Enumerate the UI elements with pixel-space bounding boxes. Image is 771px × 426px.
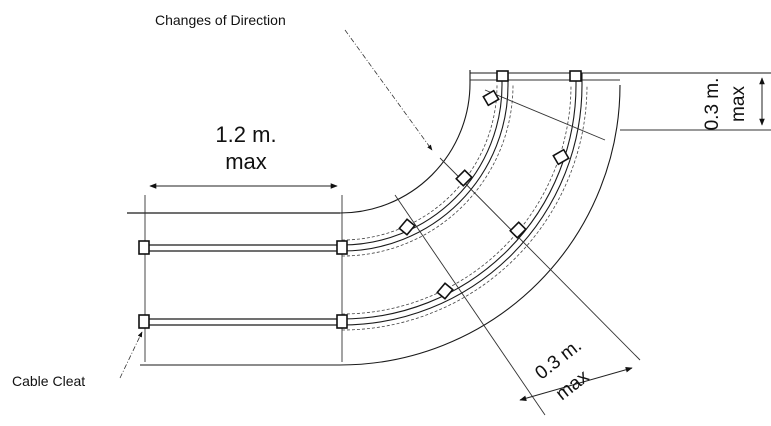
cable-cleat <box>455 169 473 187</box>
cable-cleat <box>569 70 582 82</box>
cable-cleat <box>336 240 348 255</box>
bend-inner-edge <box>339 70 471 214</box>
cable-1-bend <box>341 73 503 246</box>
cable-1-bend-b <box>341 73 509 252</box>
cable-1-dash <box>341 84 498 241</box>
cable-cleat <box>398 218 416 236</box>
cable-cleat <box>436 282 454 300</box>
callouts: Changes of Direction Cable Cleat <box>12 12 433 389</box>
cable-cleat <box>138 314 150 329</box>
cable-1-dash-b <box>341 84 514 257</box>
cable-2-dash <box>341 84 572 315</box>
dimension-straight: 1.2 m. max <box>149 122 338 189</box>
radial-lines <box>394 89 771 416</box>
label-changes-of-direction: Changes of Direction <box>155 12 286 28</box>
cable-2-dash-b <box>341 84 588 331</box>
dimension-line-bend <box>519 367 633 401</box>
radial-line-upper <box>439 157 641 361</box>
cable-cleat <box>509 221 527 239</box>
dim-top-unit: max <box>728 86 749 122</box>
cable-cleat <box>482 89 500 107</box>
dimension-top: 0.3 m. max <box>702 77 765 131</box>
label-cable-cleat: Cable Cleat <box>12 373 85 389</box>
cables <box>145 73 588 331</box>
cable-cleat <box>336 314 348 329</box>
radial-line-top <box>484 89 606 141</box>
cable-cleat <box>552 148 570 166</box>
dimension-bend: 0.3 m. max <box>519 335 633 405</box>
cable-tray <box>127 70 771 366</box>
cable-2-bend <box>341 73 577 320</box>
cable-cleat <box>138 240 150 255</box>
cable-cleats <box>138 70 582 329</box>
dim-straight-value: 1.2 m. <box>215 122 276 147</box>
bend-outer-edge <box>339 84 621 366</box>
leader-changes-of-direction <box>344 29 433 151</box>
cable-cleat <box>496 70 509 82</box>
dim-straight-unit: max <box>225 149 267 174</box>
dim-top-value: 0.3 m. <box>702 78 723 131</box>
leader-cable-cleat <box>119 331 143 379</box>
